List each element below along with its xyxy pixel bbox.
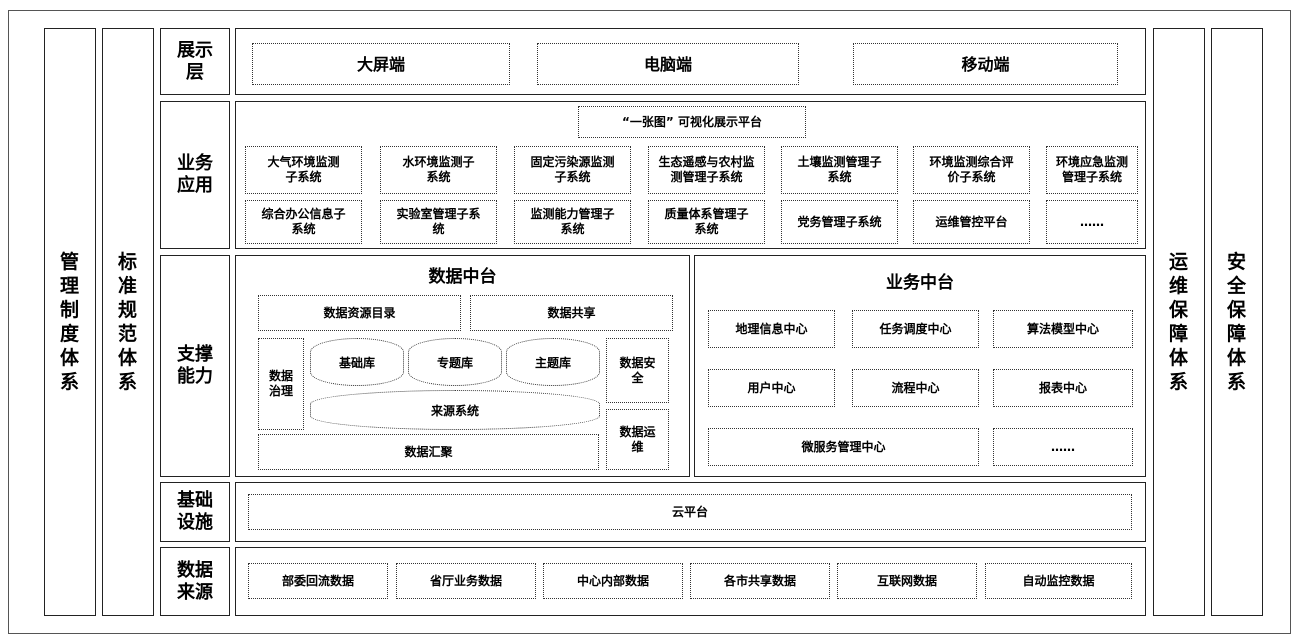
layer-label-source: 数据来源 — [160, 547, 230, 616]
source-item: 中心内部数据 — [543, 563, 683, 599]
data-sharing: 数据共享 — [470, 295, 673, 331]
source-item: 互联网数据 — [837, 563, 977, 599]
subsystem-box: 运维管控平台 — [913, 200, 1030, 244]
layer-label-text: 展示层 — [177, 39, 213, 83]
algorithm-model-center: 算法模型中心 — [993, 310, 1133, 348]
subsystem-box: 土壤监测管理子系统 — [781, 146, 898, 194]
layer-label-text: 基础设施 — [177, 490, 213, 533]
base-database: 基础库 — [310, 338, 404, 386]
cloud-platform: 云平台 — [248, 494, 1132, 530]
display-item-bigscreen: 大屏端 — [252, 43, 510, 85]
subsystem-box: 环境应急监测管理子系统 — [1046, 146, 1138, 194]
layer-label-text: 数据来源 — [177, 559, 213, 603]
display-item-pc: 电脑端 — [537, 43, 799, 85]
source-item: 部委回流数据 — [248, 563, 388, 599]
more-ellipsis: …… — [993, 428, 1133, 466]
pillar-text: 安全保障体系 — [1227, 251, 1247, 393]
subsystem-box: 监测能力管理子系统 — [514, 200, 631, 244]
subsystem-box: 固定污染源监测子系统 — [514, 146, 631, 194]
task-scheduling-center: 任务调度中心 — [852, 310, 979, 348]
subsystem-box: 综合办公信息子系统 — [245, 200, 362, 244]
pillar-text: 运维保障体系 — [1169, 251, 1189, 393]
subsystem-box: …… — [1046, 200, 1138, 244]
user-center: 用户中心 — [708, 369, 835, 407]
diagram-frame — [8, 10, 1291, 634]
pillar-text: 标准规范体系 — [118, 251, 138, 393]
subsystem-box: 党务管理子系统 — [781, 200, 898, 244]
business-platform-title: 业务中台 — [886, 272, 954, 293]
management-system-pillar: 管理制度体系 — [44, 28, 96, 616]
layer-label-text: 支撑能力 — [177, 344, 213, 387]
source-item: 自动监控数据 — [985, 563, 1132, 599]
report-center: 报表中心 — [993, 369, 1133, 407]
subsystem-box: 水环境监测子系统 — [380, 146, 497, 194]
data-resource-catalog: 数据资源目录 — [258, 295, 461, 331]
ops-system-pillar: 运维保障体系 — [1153, 28, 1205, 616]
subject-database: 主题库 — [506, 338, 600, 386]
standards-system-pillar: 标准规范体系 — [102, 28, 154, 616]
subsystem-box: 实验室管理子系统 — [380, 200, 497, 244]
display-item-mobile: 移动端 — [853, 43, 1118, 85]
microservice-center: 微服务管理中心 — [708, 428, 979, 466]
workflow-center: 流程中心 — [852, 369, 979, 407]
data-governance: 数据治理 — [258, 338, 304, 430]
layer-label-business: 业务应用 — [160, 101, 230, 249]
layer-label-infra: 基础设施 — [160, 482, 230, 542]
security-system-pillar: 安全保障体系 — [1211, 28, 1263, 616]
topic-database: 专题库 — [408, 338, 502, 386]
subsystem-box: 生态遥感与农村监测管理子系统 — [648, 146, 765, 194]
layer-label-support: 支撑能力 — [160, 255, 230, 477]
data-aggregation: 数据汇聚 — [258, 434, 599, 470]
subsystem-box: 大气环境监测子系统 — [245, 146, 362, 194]
source-item: 省厅业务数据 — [396, 563, 536, 599]
data-operations: 数据运维 — [606, 409, 669, 470]
source-system: 来源系统 — [310, 390, 600, 430]
layer-label-text: 业务应用 — [177, 153, 213, 196]
source-item: 各市共享数据 — [690, 563, 830, 599]
data-security: 数据安全 — [606, 338, 669, 403]
subsystem-box: 质量体系管理子系统 — [648, 200, 765, 244]
gis-center: 地理信息中心 — [708, 310, 835, 348]
data-platform-title: 数据中台 — [428, 266, 497, 287]
layer-label-display: 展示层 — [160, 28, 230, 95]
subsystem-box: 环境监测综合评价子系统 — [913, 146, 1030, 194]
visualization-platform: “一张图” 可视化展示平台 — [578, 106, 806, 138]
pillar-text: 管理制度体系 — [60, 251, 80, 393]
